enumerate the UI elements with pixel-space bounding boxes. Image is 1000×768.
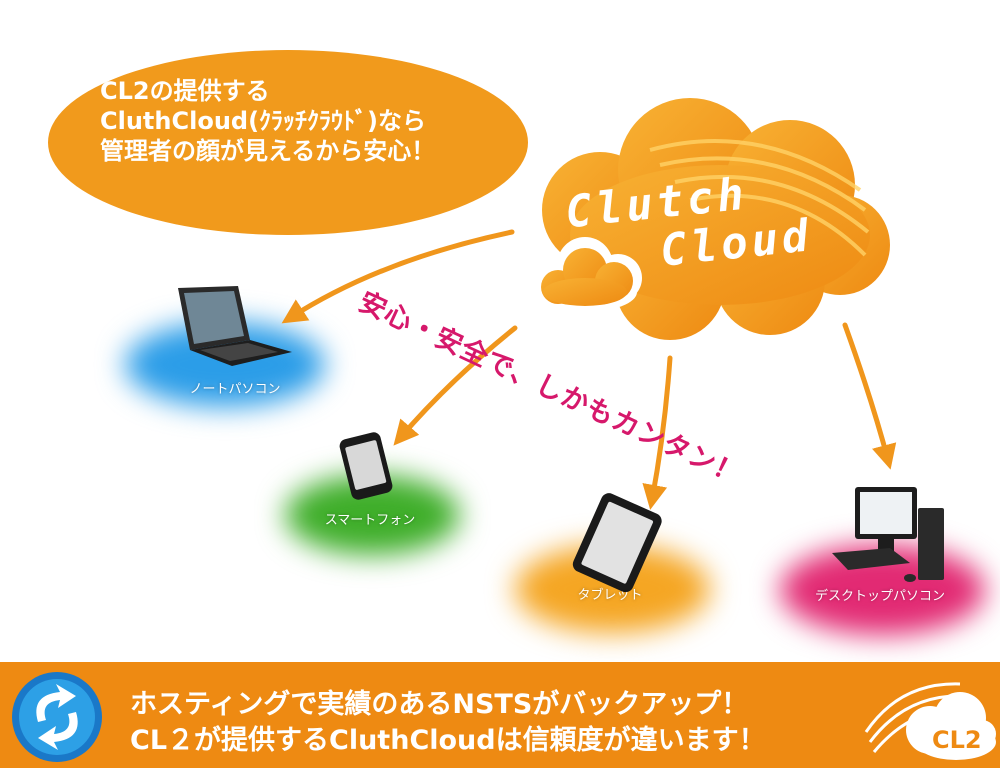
speech-bubble: [48, 50, 528, 235]
cl2-logo-text: CL2: [932, 726, 982, 754]
bubble-line-3: 管理者の顔が見えるから安心！: [100, 137, 436, 165]
diagram-graphics: [178, 98, 944, 593]
laptop-icon: [178, 286, 292, 366]
footer-line-2: CL２が提供するCluthCloudは信頼度が違います！: [130, 725, 766, 756]
smartphone-icon: [339, 432, 393, 500]
bubble-line-2: CluthCloud(ｸﾗｯﾁｸﾗｳﾄﾞ)なら: [100, 107, 427, 135]
arrows: [281, 229, 897, 510]
tablet-icon: [572, 493, 662, 593]
tablet-label: タブレット: [577, 588, 643, 603]
footer-banner: [0, 662, 1000, 768]
cloud-icon: [533, 98, 890, 340]
desktop-label: デスクトップパソコン: [814, 589, 945, 604]
laptop-label: ノートパソコン: [189, 382, 281, 397]
bubble-text: CL2の提供する CluthCloud(ｸﾗｯﾁｸﾗｳﾄﾞ)なら 管理者の顔が見…: [100, 76, 500, 166]
smartphone-label: スマートフォン: [324, 513, 416, 528]
footer-line-1: ホスティングで実績のあるNSTSがバックアップ！: [130, 689, 749, 720]
desktop-pc-icon: [832, 487, 944, 582]
cl2-cloud-logo-icon: CL2: [864, 682, 996, 760]
bubble-line-1: CL2の提供する: [100, 77, 270, 105]
sync-logo-icon: [12, 672, 102, 762]
